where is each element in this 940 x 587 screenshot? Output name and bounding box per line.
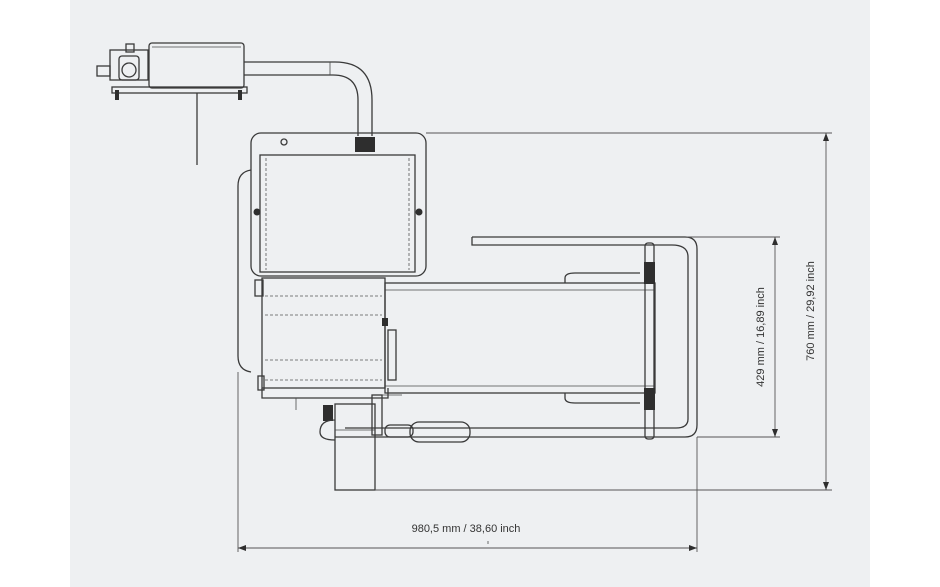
- inner-height-dimension-label: 429 mm / 16,89 inch: [755, 287, 767, 387]
- total-height-dimension-label: 760 mm / 29,92 inch: [805, 261, 817, 361]
- lower-module: [254, 277, 402, 491]
- accessory-unit: [96, 42, 373, 165]
- conveyor-bed: [384, 242, 656, 440]
- drawing-background: [70, 0, 870, 587]
- upper-housing: [237, 132, 427, 373]
- dimension-width: [237, 372, 698, 552]
- width-dimension-label: 980,5 mm / 38,60 inch: [412, 523, 521, 535]
- frame-handle-grip: [409, 421, 471, 443]
- dimension-total-height: [375, 132, 832, 491]
- dimension-inner-height: [688, 236, 780, 438]
- frame: [335, 236, 698, 443]
